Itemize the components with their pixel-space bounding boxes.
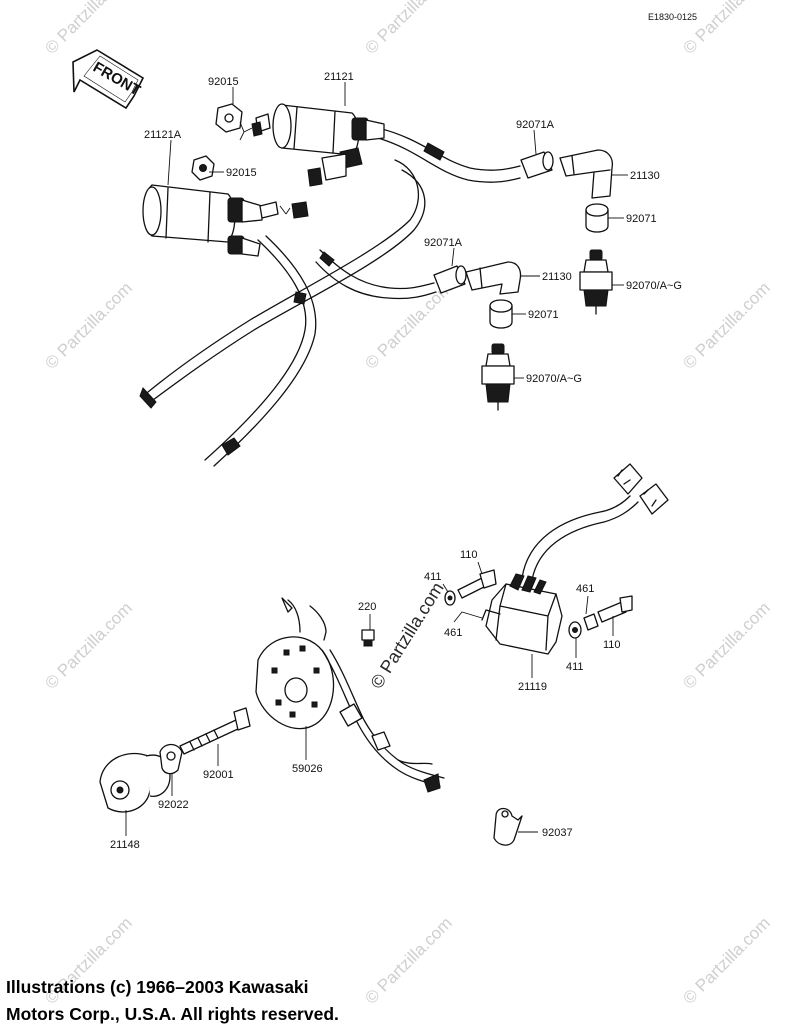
watermark: © Partzilla.com (679, 598, 773, 692)
watermark: © Partzilla.com (679, 0, 773, 58)
pickup-plate-59026 (255, 597, 445, 793)
copyright-notice: Illustrations (c) 1966–2003 Kawasaki Mot… (6, 974, 426, 1028)
callout-411: 411 (566, 661, 584, 673)
watermark: © Partzilla.com (361, 0, 455, 58)
callout-21121A: 21121A (144, 129, 182, 141)
nut-92015 (215, 103, 243, 133)
callout-21130: 21130 (630, 170, 660, 182)
screw-220 (361, 629, 375, 647)
watermark: © Partzilla.com (41, 278, 135, 372)
callout-110: 110 (603, 639, 621, 651)
leader-line (279, 205, 291, 215)
ignition-coil-21121A (142, 184, 309, 257)
callout-92022: 92022 (158, 799, 189, 811)
callout-92070: 92070/A~G (526, 373, 582, 385)
callout-92037: 92037 (542, 827, 573, 839)
callout-220: 220 (358, 601, 376, 613)
bolt-92001 (179, 707, 251, 755)
leader-lines (125, 82, 628, 836)
plug-cap-21130-upper (559, 149, 614, 199)
seal-92071-upper (585, 203, 609, 233)
ignition-coil-assembly (139, 103, 521, 467)
leader-line (239, 121, 253, 141)
callout-21130: 21130 (542, 271, 572, 283)
front-direction-arrow: FRONT (72, 49, 145, 110)
callout-110: 110 (460, 549, 478, 561)
callout-92015: 92015 (226, 167, 257, 179)
callout-92071A: 92071A (424, 237, 463, 249)
plug-cap-21130-lower (465, 261, 522, 295)
spark-plug-92070-upper (579, 249, 613, 315)
bolt-110-left (457, 569, 497, 599)
plug-cap-seal-92071A-upper (520, 151, 554, 179)
washer-411-right (568, 621, 582, 639)
collar-461-right (583, 613, 599, 631)
reference-code: E1830-0125 (648, 12, 697, 22)
callout-92071A: 92071A (516, 119, 555, 131)
watermark-center: © Partzilla.com (366, 579, 447, 692)
callout-92070: 92070/A~G (626, 280, 682, 292)
callout-92071: 92071 (626, 213, 657, 225)
callouts: 92015 21121 21121A 92015 92071A 21130 92… (110, 71, 682, 851)
seal-92071-lower (489, 299, 513, 329)
callout-411: 411 (424, 571, 442, 583)
callout-59026: 59026 (292, 763, 323, 775)
ignition-coil-21121 (251, 103, 385, 187)
callout-21119: 21119 (518, 681, 547, 693)
callout-461: 461 (444, 627, 462, 639)
callout-92015: 92015 (208, 76, 239, 88)
plug-cap-seal-92071A-lower (433, 265, 467, 294)
watermark: © Partzilla.com (41, 598, 135, 692)
spark-plug-92070-lower (481, 343, 515, 411)
callout-461: 461 (576, 583, 594, 595)
clamp-92022 (159, 743, 183, 775)
bolt-110-right (597, 595, 633, 623)
igniter-21119 (481, 463, 669, 655)
callout-92001: 92001 (203, 769, 234, 781)
copyright-line-2: Motors Corp., U.S.A. All rights reserved… (6, 1004, 339, 1024)
callout-92071: 92071 (528, 309, 559, 321)
copyright-line-1: Illustrations (c) 1966–2003 Kawasaki (6, 977, 309, 997)
callout-21148: 21148 (110, 839, 140, 851)
nut-92015-lower (191, 155, 215, 181)
washer-411-left (444, 590, 456, 606)
watermark: © Partzilla.com (41, 0, 135, 58)
watermark: © Partzilla.com (679, 913, 773, 1007)
watermark: © Partzilla.com (679, 278, 773, 372)
clamp-92037 (493, 807, 523, 846)
callout-21121: 21121 (324, 71, 354, 83)
